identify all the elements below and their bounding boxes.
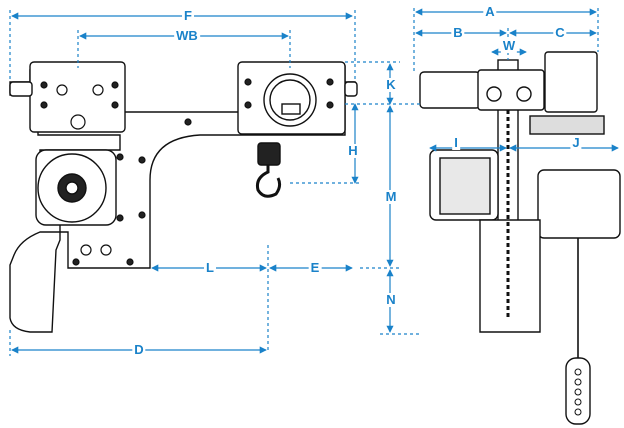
hook-block bbox=[257, 142, 281, 166]
hoist-body-right bbox=[537, 169, 621, 239]
chain-bag bbox=[479, 219, 541, 333]
right-wheel-stub bbox=[344, 81, 358, 97]
hoist-body-fins bbox=[439, 157, 491, 215]
hook bbox=[256, 165, 282, 198]
side-view bbox=[9, 61, 358, 333]
pendant-buttons bbox=[574, 368, 582, 416]
end-view bbox=[419, 51, 621, 425]
dim-label-D: D bbox=[132, 342, 146, 357]
bolt-holes-side bbox=[40, 78, 334, 266]
dim-label-B: B bbox=[451, 25, 465, 40]
dim-label-M: M bbox=[383, 189, 399, 204]
hoist-motor-center bbox=[65, 181, 79, 195]
trolley-motor-cap bbox=[281, 103, 301, 115]
dim-label-N: N bbox=[384, 292, 398, 307]
dim-label-W: W bbox=[500, 38, 518, 53]
wheel-left bbox=[486, 86, 502, 102]
dim-label-E: E bbox=[308, 260, 322, 275]
dim-label-K: K bbox=[384, 77, 398, 92]
dim-label-L: L bbox=[204, 260, 216, 275]
dim-label-A: A bbox=[483, 4, 497, 19]
dim-label-C: C bbox=[553, 25, 567, 40]
dim-label-F: F bbox=[182, 8, 194, 23]
left-wheel-stub bbox=[9, 81, 33, 97]
dim-label-I: I bbox=[452, 135, 460, 150]
dim-label-H: H bbox=[346, 143, 360, 158]
wheel-right bbox=[516, 86, 532, 102]
dim-label-J: J bbox=[570, 135, 582, 150]
rail-motor bbox=[544, 51, 598, 113]
beam-flange bbox=[529, 115, 605, 135]
rail-upper bbox=[419, 71, 481, 109]
dim-label-WB: WB bbox=[174, 28, 200, 43]
